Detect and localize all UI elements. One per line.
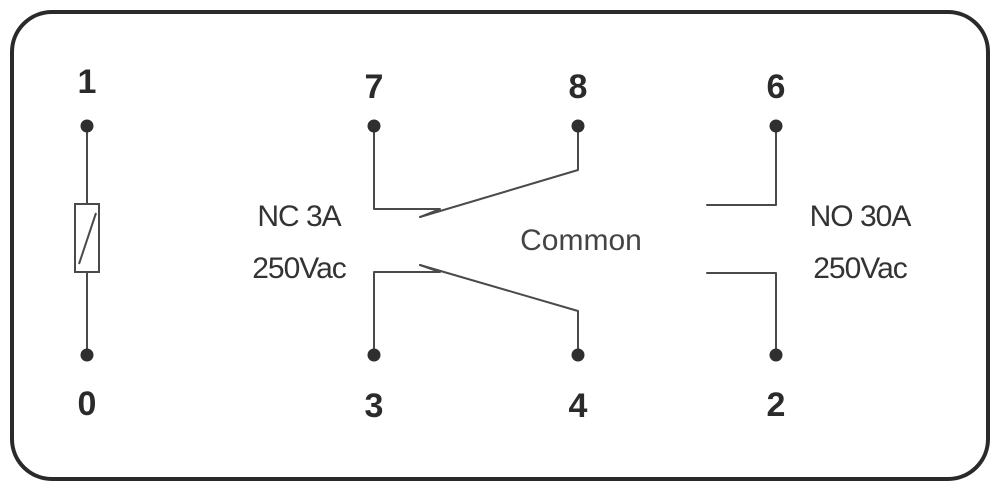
pin-3-label: 3 — [365, 387, 384, 425]
pin-7-label: 7 — [365, 68, 384, 106]
nc-top-wire — [373, 125, 441, 218]
pin-2-dot — [769, 348, 783, 362]
no-rating-label: NO 30A — [810, 200, 912, 233]
coil-group: 1 0 — [74, 63, 100, 423]
nc-voltage-label: 250Vac — [252, 252, 347, 285]
pin-8-label: 8 — [569, 68, 588, 106]
nc-bottom-wire — [373, 264, 441, 356]
pin-0-dot — [80, 348, 94, 362]
common-top-switch-arm — [419, 125, 579, 218]
common-label: Common — [520, 224, 642, 257]
no-voltage-label: 250Vac — [813, 252, 908, 285]
no-top-wire — [706, 125, 777, 206]
no-bottom-wire — [706, 272, 777, 356]
pin-1-dot — [80, 119, 94, 133]
upper-nc-contact: 7 8 — [365, 68, 588, 218]
pin-0-label: 0 — [78, 385, 97, 423]
pin-4-dot — [571, 348, 585, 362]
pin-2-label: 2 — [767, 386, 786, 424]
nc-rating-label: NC 3A — [257, 200, 341, 233]
pin-6-dot — [769, 119, 783, 133]
pin-1-label: 1 — [78, 63, 97, 101]
common-bottom-switch-arm — [419, 264, 579, 356]
lower-nc-contact: 3 4 — [365, 264, 588, 425]
coil-resistor-icon — [74, 203, 100, 273]
pin-6-label: 6 — [767, 68, 786, 106]
relay-outline — [10, 10, 990, 481]
pin-7-dot — [367, 119, 381, 133]
pin-3-dot — [367, 348, 381, 362]
pin-8-dot — [571, 119, 585, 133]
pin-4-label: 4 — [569, 387, 588, 425]
no-contacts: 6 2 — [706, 68, 786, 424]
